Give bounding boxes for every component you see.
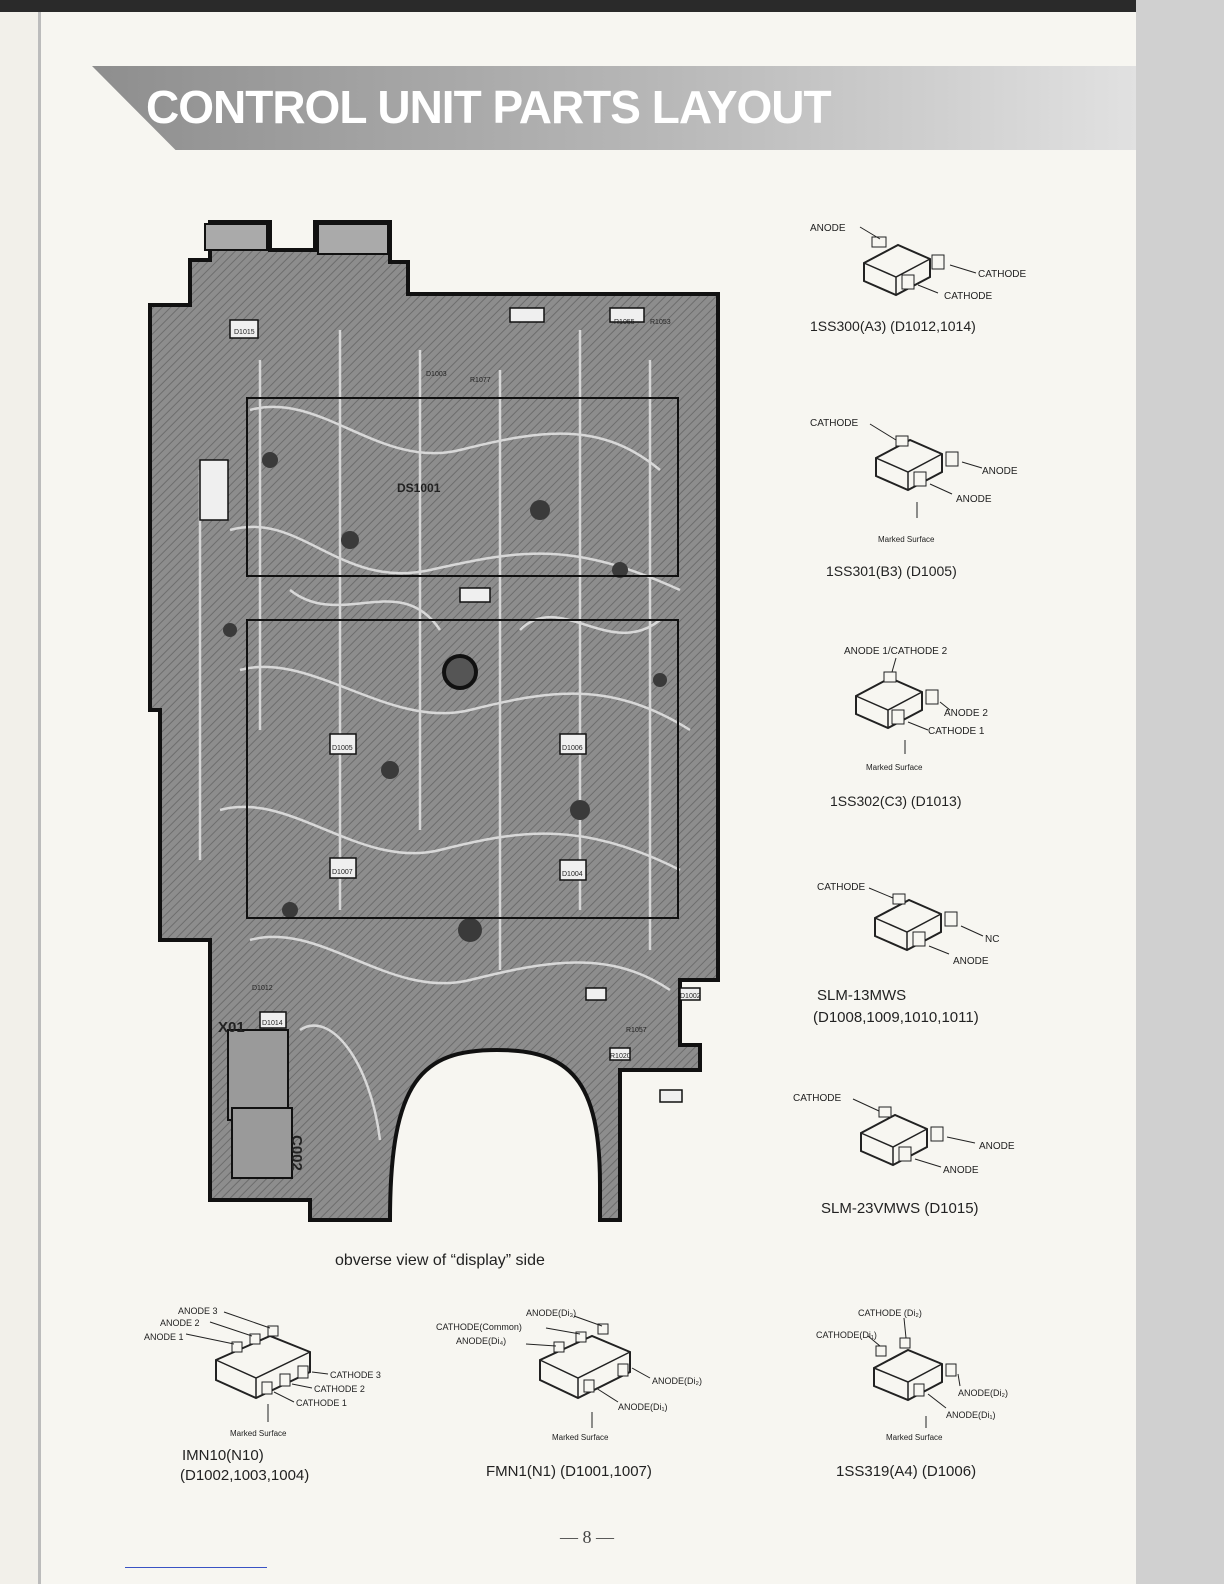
d7-label-anode-di2: ANODE(Di₂) [652, 1376, 702, 1386]
underline-link-mark [125, 1567, 267, 1568]
diagram-fmn1: ANODE(Di₃) CATHODE(Common) ANODE(Di₄) AN… [436, 1308, 702, 1480]
d1-label-cathode-2: CATHODE [944, 291, 992, 302]
ref-d1014: D1014 [262, 1020, 283, 1027]
d4-label-nc: NC [985, 934, 999, 945]
page-number: — 8 — [560, 1527, 614, 1547]
diagram-imn10: ANODE 3 ANODE 2 ANODE 1 CATHODE 3 CATHOD… [144, 1306, 381, 1484]
d2-label-anode-2: ANODE [956, 494, 992, 505]
ref-d1003: D1003 [426, 371, 447, 378]
d7-label-anode-di1: ANODE(Di₁) [618, 1402, 668, 1412]
d2-label-cathode: CATHODE [810, 418, 858, 429]
diagram-1ss302: ANODE 1/CATHODE 2 ANODE 2 CATHODE 1 Mark… [830, 646, 988, 809]
d4-label-anode: ANODE [953, 956, 989, 967]
ref-r1057: R1057 [626, 1027, 647, 1034]
ref-c002: C002 [288, 1135, 305, 1171]
d6-label-cathode2: CATHODE 2 [314, 1384, 365, 1394]
d6-caption-line2: (D1002,1003,1004) [180, 1467, 309, 1484]
d6-label-anode3: ANODE 3 [178, 1306, 218, 1316]
d4-caption-line1: SLM-13MWS [817, 987, 906, 1004]
d6-label-anode2: ANODE 2 [160, 1318, 200, 1328]
d3-caption: 1SS302(C3) (D1013) [830, 793, 962, 809]
diagram-1ss319: CATHODE (Di₂) CATHODE(Di₁) ANODE(Di₂) AN… [816, 1308, 1008, 1480]
d6-label-anode1: ANODE 1 [144, 1332, 184, 1342]
ref-d1015: D1015 [234, 329, 255, 336]
diagram-slm-23vmws: CATHODE ANODE ANODE SLM-23VMWS (D1015) [793, 1093, 1015, 1217]
d2-caption: 1SS301(B3) (D1005) [826, 563, 957, 579]
d8-caption: 1SS319(A4) (D1006) [836, 1463, 976, 1480]
d5-label-cathode: CATHODE [793, 1093, 841, 1104]
d8-label-anode-di1: ANODE(Di₁) [946, 1410, 996, 1420]
ref-d1002: D1002 [680, 993, 701, 1000]
d1-label-cathode-1: CATHODE [978, 269, 1026, 280]
d5-caption: SLM-23VMWS (D1015) [821, 1200, 979, 1217]
d3-marked-surface: Marked Surface [866, 763, 923, 772]
diagram-slm-13mws: CATHODE NC ANODE SLM-13MWS (D1008,1009,1… [813, 882, 999, 1026]
d6-caption-line1: IMN10(N10) [182, 1447, 264, 1464]
d3-label-cathode1: CATHODE 1 [928, 726, 985, 737]
d5-label-anode-2: ANODE [943, 1165, 979, 1176]
board-caption: obverse view of “display” side [335, 1252, 545, 1269]
d5-label-anode-1: ANODE [979, 1141, 1015, 1152]
d6-marked-surface: Marked Surface [230, 1429, 287, 1438]
d8-label-anode-di2: ANODE(Di₂) [958, 1388, 1008, 1398]
ref-r1055: R1055 [614, 319, 635, 326]
d8-label-cathode-di1: CATHODE(Di₁) [816, 1330, 877, 1340]
diagram-1ss301: CATHODE ANODE ANODE Marked Surface 1SS30… [810, 418, 1018, 579]
scan-top-edge [0, 0, 1224, 12]
ref-ds1001: DS1001 [397, 481, 441, 495]
d8-marked-surface: Marked Surface [886, 1433, 943, 1442]
board-outline [148, 220, 720, 1222]
d4-label-cathode: CATHODE [817, 882, 865, 893]
d7-label-anode-di4: ANODE(Di₄) [456, 1336, 506, 1346]
d7-label-anode-di3: ANODE(Di₃) [526, 1308, 576, 1318]
ref-d1007: D1007 [332, 869, 353, 876]
page-title: CONTROL UNIT PARTS LAYOUT [146, 81, 832, 133]
ref-r1077: R1077 [470, 377, 491, 384]
d7-label-cathode-common: CATHODE(Common) [436, 1322, 522, 1332]
scan-right-margin [1136, 0, 1224, 1584]
ref-r1020: R1020 [610, 1053, 631, 1060]
ref-d1005: D1005 [332, 745, 353, 752]
d3-label-anode2: ANODE 2 [944, 708, 988, 719]
d2-marked-surface: Marked Surface [878, 535, 935, 544]
d2-label-anode-1: ANODE [982, 466, 1018, 477]
d6-label-cathode3: CATHODE 3 [330, 1370, 381, 1380]
d1-label-anode: ANODE [810, 223, 846, 234]
ref-d1006: D1006 [562, 745, 583, 752]
d4-caption-line2: (D1008,1009,1010,1011) [813, 1009, 979, 1026]
diagram-1ss300: ANODE CATHODE CATHODE 1SS300(A3) (D1012,… [810, 223, 1026, 334]
ref-d1012: D1012 [252, 985, 273, 992]
header-band [92, 66, 1136, 150]
ref-d1004: D1004 [562, 871, 583, 878]
d7-caption: FMN1(N1) (D1001,1007) [486, 1463, 652, 1480]
d7-marked-surface: Marked Surface [552, 1433, 609, 1442]
ref-x01: X01 [218, 1019, 245, 1036]
d8-label-cathode-di2: CATHODE (Di₂) [858, 1308, 922, 1318]
ref-r1053: R1053 [650, 319, 671, 326]
d3-label-anode1-cathode2: ANODE 1/CATHODE 2 [844, 646, 948, 657]
d1-caption: 1SS300(A3) (D1012,1014) [810, 318, 976, 334]
pcb-board-illustration: DS1001 X01 C002 D1015 R1053 R1055 R1077 … [148, 220, 720, 1222]
d6-label-cathode1: CATHODE 1 [296, 1398, 347, 1408]
